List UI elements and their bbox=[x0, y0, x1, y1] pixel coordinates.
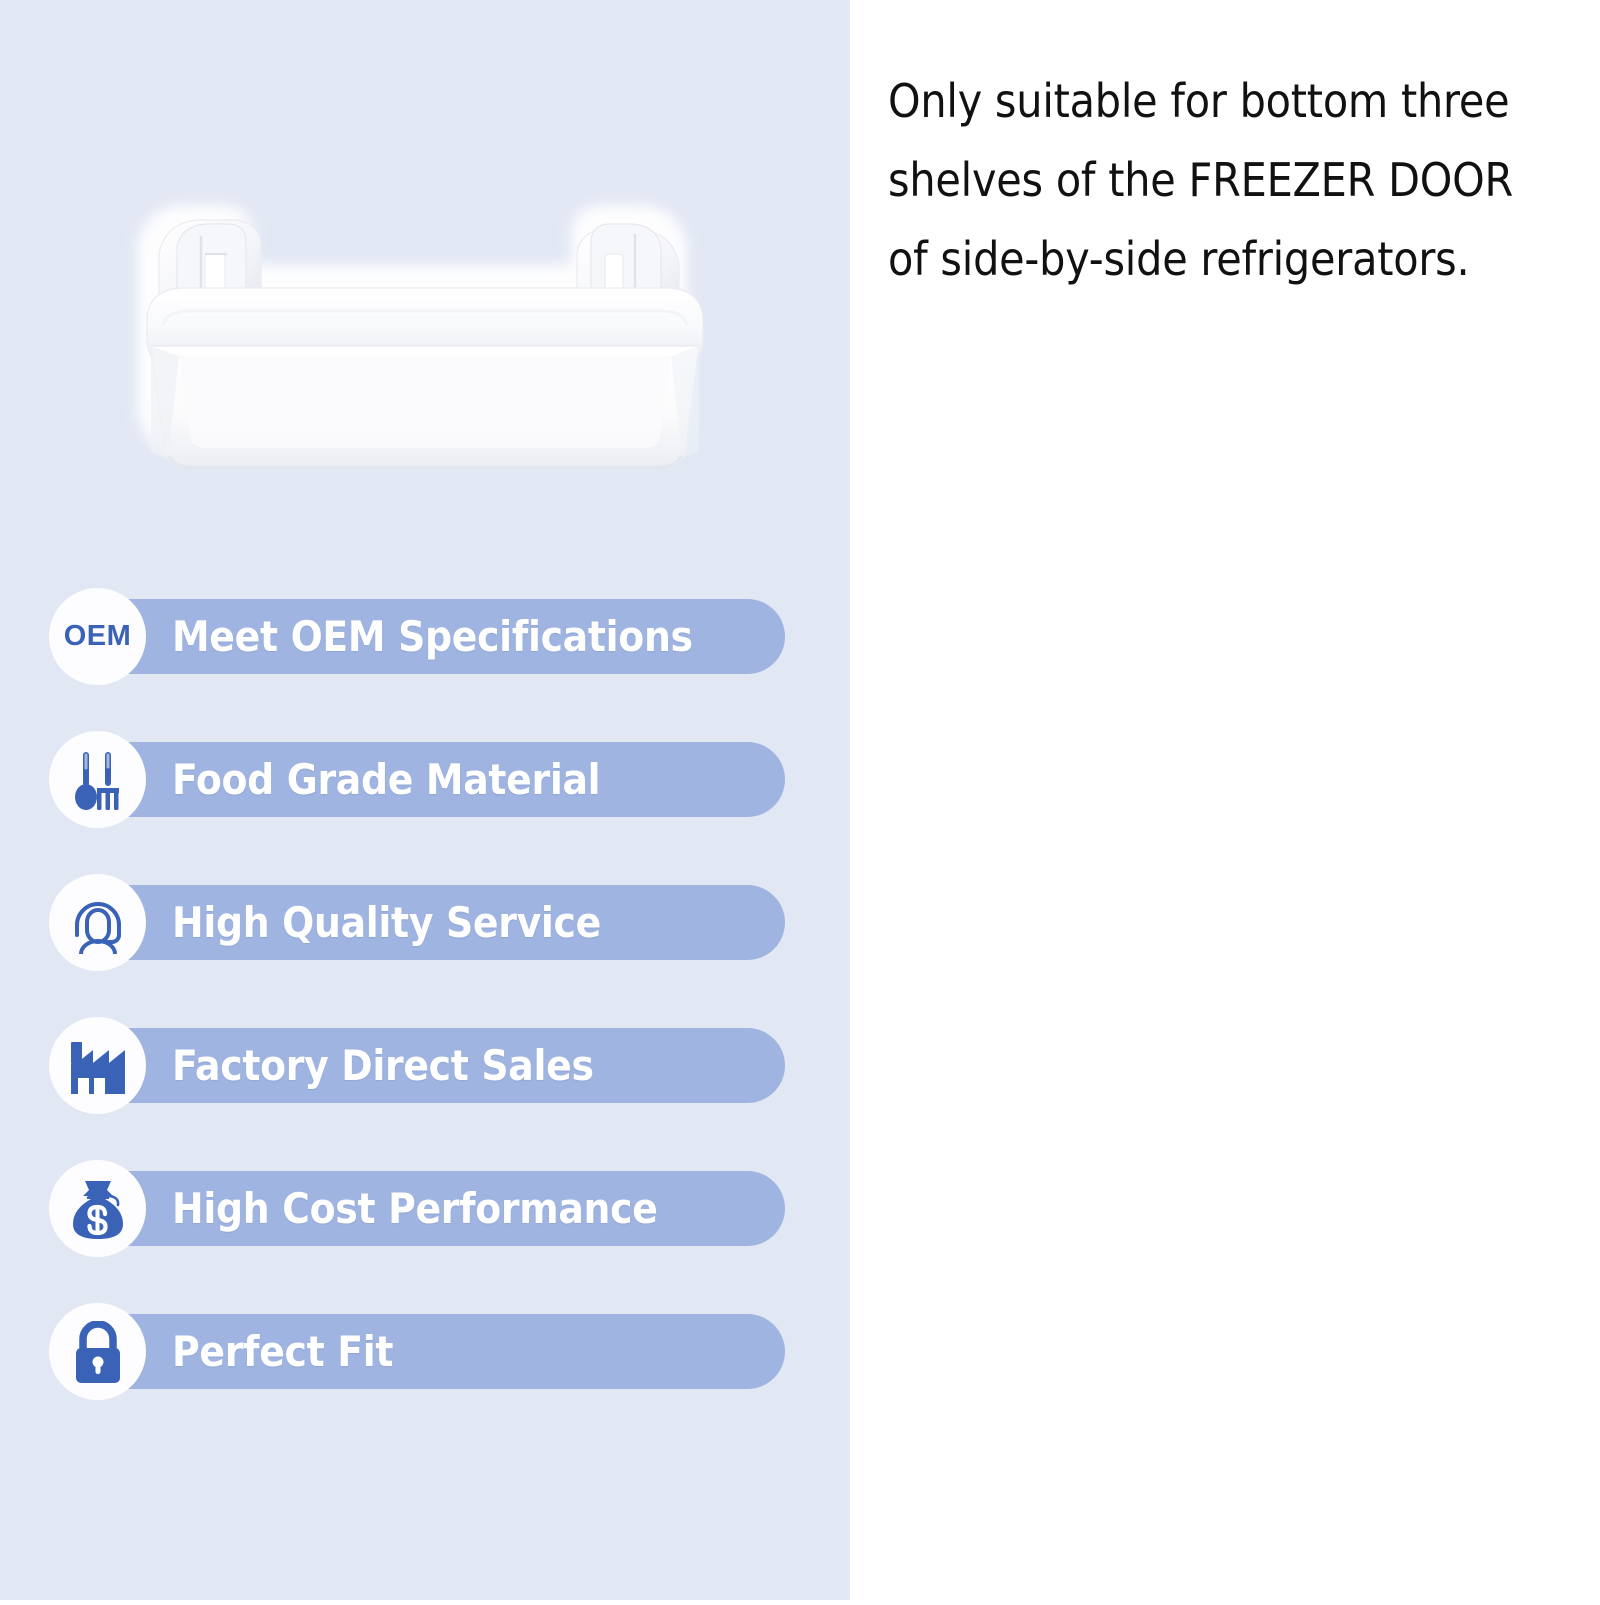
headline-line-1: Only suitable for bottom three bbox=[888, 74, 1510, 128]
badge-factory-direct-sales[interactable]: Factory Direct Sales bbox=[0, 1017, 850, 1114]
badge-label: Meet OEM Specifications bbox=[172, 612, 693, 661]
right-panel: Only suitable for bottom three shelves o… bbox=[850, 0, 1600, 1600]
badge-pill bbox=[50, 1028, 785, 1103]
badge-pill bbox=[50, 1171, 785, 1246]
money-bag-icon bbox=[49, 1160, 146, 1257]
badge-perfect-fit[interactable]: Perfect Fit bbox=[0, 1303, 850, 1400]
utensils-icon bbox=[49, 731, 146, 828]
oem-icon: OEM bbox=[49, 588, 146, 685]
headline-line-2: shelves of the FREEZER DOOR bbox=[888, 153, 1514, 207]
headset-icon bbox=[49, 874, 146, 971]
badge-pill bbox=[50, 742, 785, 817]
badge-meet-oem-specifications[interactable]: OEM Meet OEM Specifications bbox=[0, 588, 850, 685]
badge-high-quality-service[interactable]: High Quality Service bbox=[0, 874, 850, 971]
badge-label: Food Grade Material bbox=[172, 755, 601, 804]
feature-badge-list: OEM Meet OEM Specifications bbox=[0, 588, 850, 1446]
badge-label: High Cost Performance bbox=[172, 1184, 658, 1233]
badge-pill bbox=[50, 885, 785, 960]
headline-line-3: of side-by-side refrigerators. bbox=[888, 232, 1470, 286]
headline: Only suitable for bottom three shelves o… bbox=[888, 62, 1578, 299]
badge-pill bbox=[50, 599, 785, 674]
badge-pill bbox=[50, 1314, 785, 1389]
badge-food-grade-material[interactable]: Food Grade Material bbox=[0, 731, 850, 828]
badge-label: Factory Direct Sales bbox=[172, 1041, 594, 1090]
badge-label: High Quality Service bbox=[172, 898, 601, 947]
badge-high-cost-performance[interactable]: High Cost Performance bbox=[0, 1160, 850, 1257]
oem-icon-label: OEM bbox=[63, 620, 132, 652]
product-photo bbox=[105, 150, 745, 480]
left-panel: OEM Meet OEM Specifications bbox=[0, 0, 850, 1600]
lock-icon bbox=[49, 1303, 146, 1400]
badge-label: Perfect Fit bbox=[172, 1327, 394, 1376]
factory-icon bbox=[49, 1017, 146, 1114]
